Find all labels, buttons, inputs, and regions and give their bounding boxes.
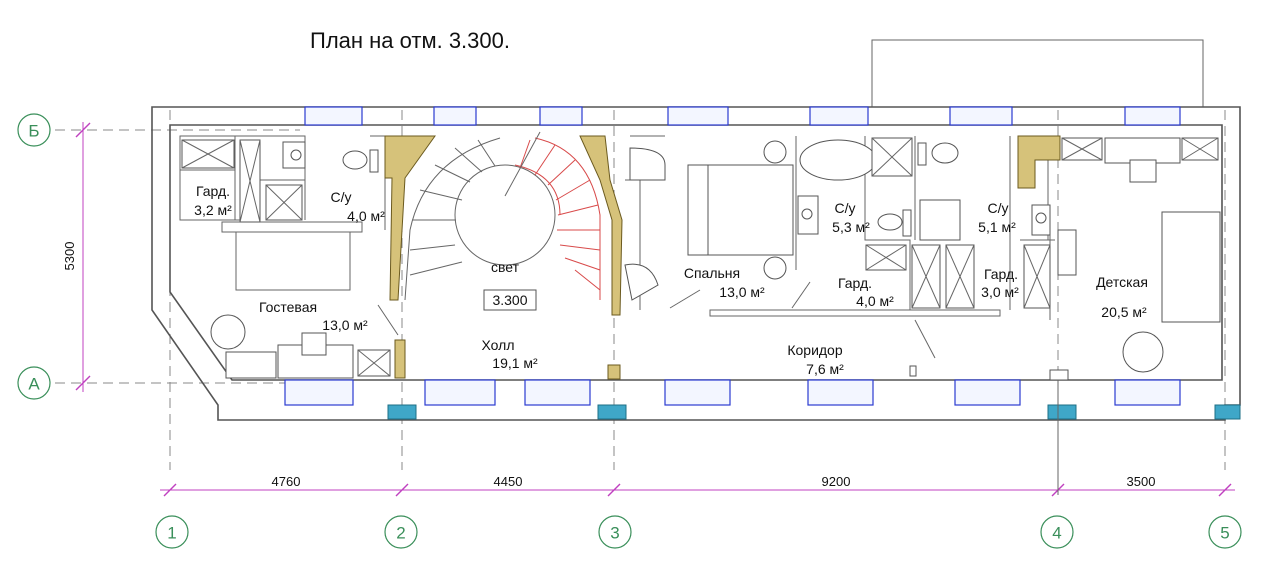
room-bedroom-area: 13,0 м² [719,284,765,300]
windows-bottom [284,379,1181,406]
dim-span-4: 3500 [1127,474,1156,489]
room-corridor-area: 7,6 м² [806,361,844,377]
axis-4-label: 4 [1052,524,1061,543]
room-corridor-name: Коридор [787,342,843,358]
room-kids-name: Детская [1096,274,1148,290]
room-gard3-area: 3,0 м² [981,284,1019,300]
room-su1-name: С/у [331,189,352,205]
axis-2-label: 2 [396,524,405,543]
room-su2-area: 5,3 м² [832,219,870,235]
furniture [181,137,1221,381]
room-gard1-name: Гард. [196,183,230,199]
windows-top [304,106,1181,126]
room-svet-name: свет [491,259,520,275]
axis-4-marker [1040,515,1074,549]
dim-height: 5300 [62,242,77,271]
plan-title: План на отм. 3.300. [310,28,510,53]
dim-span-3: 9200 [822,474,851,489]
axis-b-label: Б [28,122,39,141]
grid-axis-markers: 1 2 3 4 5 Б А [17,113,1242,549]
axis-1-label: 1 [167,524,176,543]
axis-b-marker [17,113,51,147]
stair-walls [384,135,1061,380]
room-gard2-name: Гард. [838,275,872,291]
room-su2-name: С/у [835,200,856,216]
axis-a-marker [17,366,51,400]
axis-3-marker [598,515,632,549]
spiral-stair [404,131,601,301]
axis-5-marker [1208,515,1242,549]
room-su3-name: С/у [988,200,1009,216]
horizontal-dimension: 4760 4450 9200 3500 [160,380,1235,497]
room-guest-area: 13,0 м² [322,317,368,333]
level-mark: 3.300 [492,292,527,308]
axis-3-label: 3 [610,524,619,543]
room-guest-name: Гостевая [259,299,317,315]
columns [387,404,1241,420]
axis-a-label: А [28,375,40,394]
room-su1-area: 4,0 м² [347,208,385,224]
dim-span-2: 4450 [494,474,523,489]
room-hall-name: Холл [482,337,515,353]
room-kids-area: 20,5 м² [1101,304,1147,320]
room-gard1-area: 3,2 м² [194,202,232,218]
balcony-outline [871,39,1204,107]
room-gard3-name: Гард. [984,266,1018,282]
room-bedroom-name: Спальня [684,265,740,281]
room-su3-area: 5,1 м² [978,219,1016,235]
vertical-dimension: 5300 [62,122,91,392]
dim-span-1: 4760 [272,474,301,489]
room-labels: Гард. 3,2 м² С/у 4,0 м² Гостевая 13,0 м²… [194,183,1148,377]
axis-1-marker [155,515,189,549]
axis-2-marker [384,515,418,549]
axis-5-label: 5 [1220,524,1229,543]
room-gard2-area: 4,0 м² [856,293,894,309]
room-hall-area: 19,1 м² [492,355,538,371]
